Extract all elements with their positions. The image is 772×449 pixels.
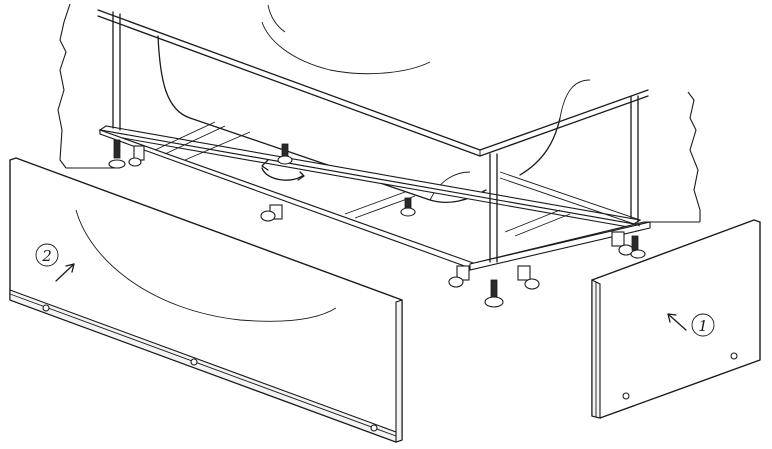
side-panel-screw-hole xyxy=(622,392,630,400)
front-panel-screw-hole xyxy=(370,424,378,432)
front-panel-screw-hole xyxy=(190,358,198,366)
label-1-circle xyxy=(691,313,715,337)
front-panel-screw-hole xyxy=(42,304,50,312)
label-2-text: 2 xyxy=(41,247,52,265)
side-panel-screw-hole xyxy=(730,352,738,360)
frame xyxy=(98,121,651,271)
adjustable-feet xyxy=(108,139,646,308)
label-panel-2: 2 xyxy=(35,243,75,282)
foot-front-center xyxy=(448,265,470,288)
label-2-arrow xyxy=(55,263,75,282)
foot-middle-back xyxy=(261,143,305,181)
label-1-text: 1 xyxy=(698,317,708,335)
wall-outline xyxy=(57,3,701,223)
label-1-arrow xyxy=(667,313,687,331)
frame-legs xyxy=(112,11,639,263)
foot-middle-front xyxy=(400,197,416,217)
foot-front-corner xyxy=(484,265,540,308)
label-2-circle xyxy=(35,243,59,267)
foot-front-left xyxy=(260,204,283,222)
label-panel-1: 1 xyxy=(667,313,715,337)
side-panel xyxy=(591,219,761,419)
front-panel xyxy=(9,157,403,443)
foot-right-corner xyxy=(611,231,646,259)
foot-back-left xyxy=(108,139,145,169)
